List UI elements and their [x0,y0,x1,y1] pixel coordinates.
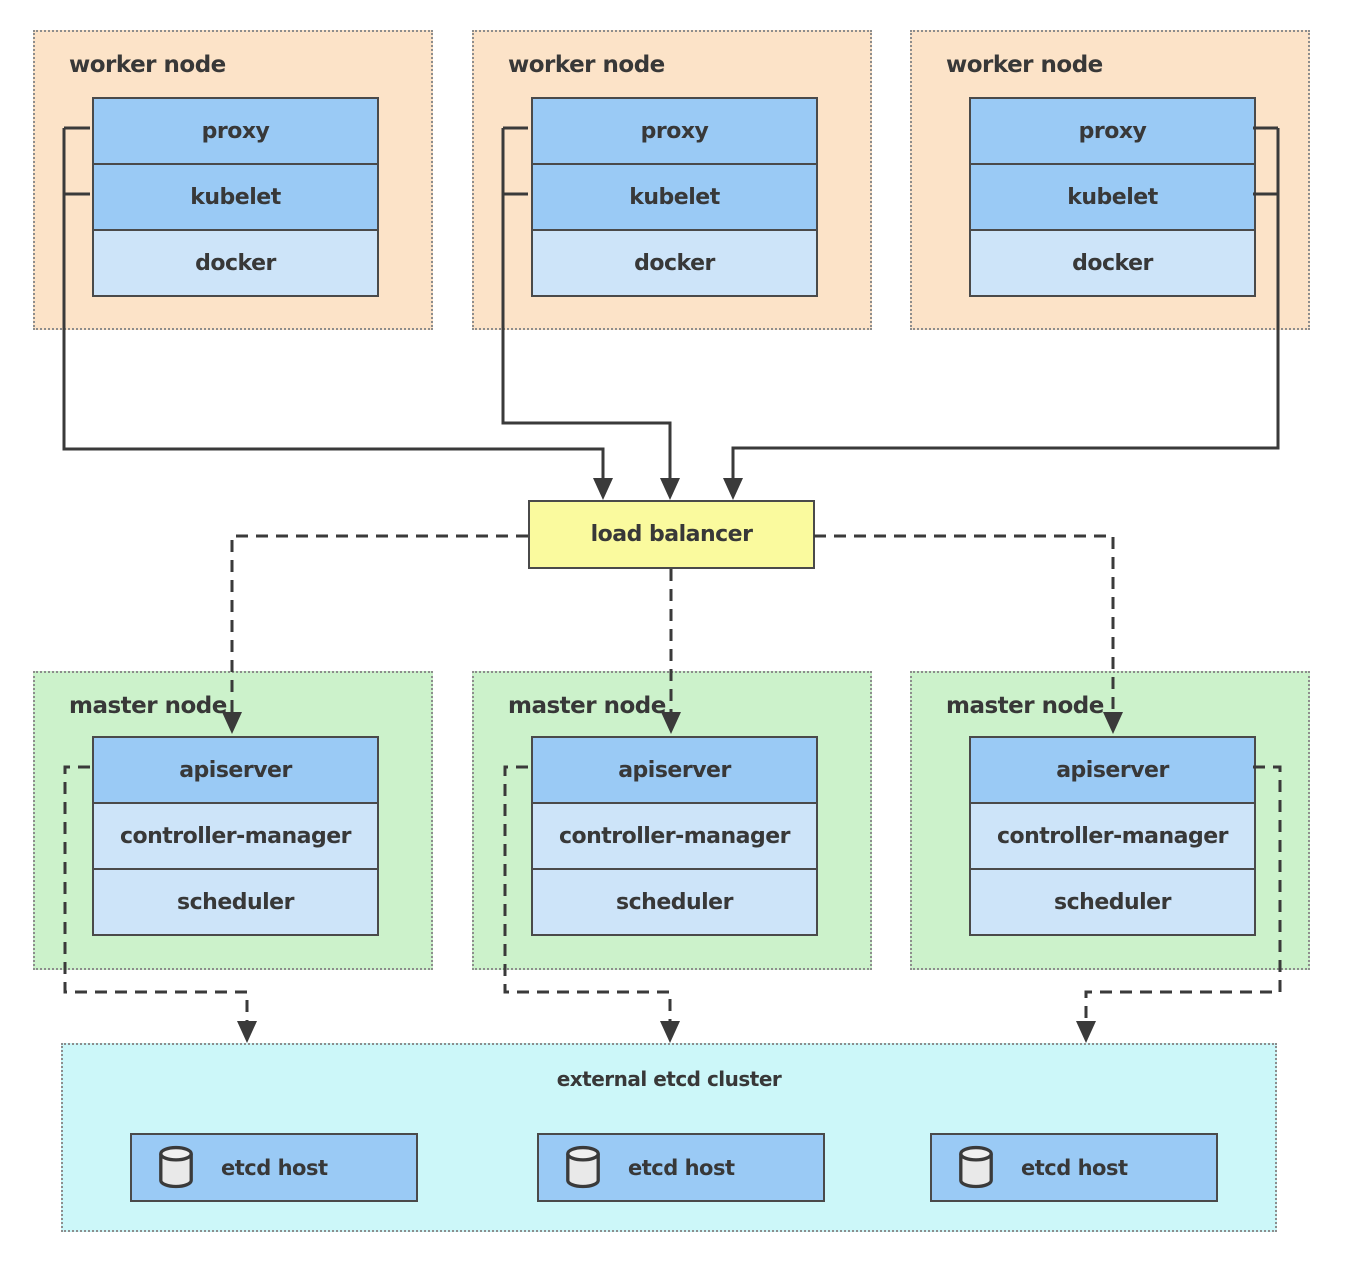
scheduler-box: scheduler [533,868,816,934]
arrowhead-etcd-3 [1076,1021,1096,1043]
apiserver-box: apiserver [971,738,1254,802]
etcd-host-label: etcd host [221,1155,328,1180]
etcd-host-2: etcd host [537,1133,825,1202]
worker-node-3-label: worker node [946,52,1103,78]
external-etcd-cluster: external etcd cluster etcd host etcd hos… [61,1043,1277,1232]
load-balancer-box: load balancer [528,500,815,569]
kubelet-box: kubelet [971,163,1254,229]
worker-node-2-label: worker node [508,52,665,78]
kubelet-box: kubelet [533,163,816,229]
master-node-3-label: master node [946,693,1104,719]
worker-node-2-stack: proxy kubelet docker [531,97,818,297]
master-node-3: master node apiserver controller-manager… [910,671,1310,970]
kubelet-box: kubelet [94,163,377,229]
scheduler-box: scheduler [971,868,1254,934]
controller-manager-box: controller-manager [533,802,816,868]
arrowhead-worker-2 [660,478,680,500]
master-node-2-label: master node [508,693,666,719]
master-node-2: master node apiserver controller-manager… [472,671,872,970]
master-node-1: master node apiserver controller-manager… [33,671,433,970]
master-node-3-stack: apiserver controller-manager scheduler [969,736,1256,936]
proxy-box: proxy [971,99,1254,163]
docker-box: docker [94,229,377,295]
worker-node-1-stack: proxy kubelet docker [92,97,379,297]
etcd-cluster-label: external etcd cluster [556,1067,782,1091]
master-node-2-stack: apiserver controller-manager scheduler [531,736,818,936]
controller-manager-box: controller-manager [971,802,1254,868]
arrowhead-etcd-1 [237,1021,257,1043]
scheduler-box: scheduler [94,868,377,934]
docker-box: docker [533,229,816,295]
etcd-host-1: etcd host [130,1133,418,1202]
etcd-host-label: etcd host [628,1155,735,1180]
database-icon [959,1145,993,1189]
worker-node-1-label: worker node [69,52,226,78]
database-icon [159,1145,193,1189]
etcd-host-3: etcd host [930,1133,1218,1202]
worker-node-3-stack: proxy kubelet docker [969,97,1256,297]
master-node-1-label: master node [69,693,227,719]
arrowhead-etcd-2 [660,1021,680,1043]
worker-node-3: worker node proxy kubelet docker [910,30,1310,330]
arrowhead-worker-1 [593,478,613,500]
master-node-1-stack: apiserver controller-manager scheduler [92,736,379,936]
apiserver-box: apiserver [94,738,377,802]
worker-node-1: worker node proxy kubelet docker [33,30,433,330]
proxy-box: proxy [533,99,816,163]
controller-manager-box: controller-manager [94,802,377,868]
worker-node-2: worker node proxy kubelet docker [472,30,872,330]
etcd-host-label: etcd host [1021,1155,1128,1180]
arrowhead-worker-3 [723,478,743,500]
apiserver-box: apiserver [533,738,816,802]
database-icon [566,1145,600,1189]
docker-box: docker [971,229,1254,295]
proxy-box: proxy [94,99,377,163]
